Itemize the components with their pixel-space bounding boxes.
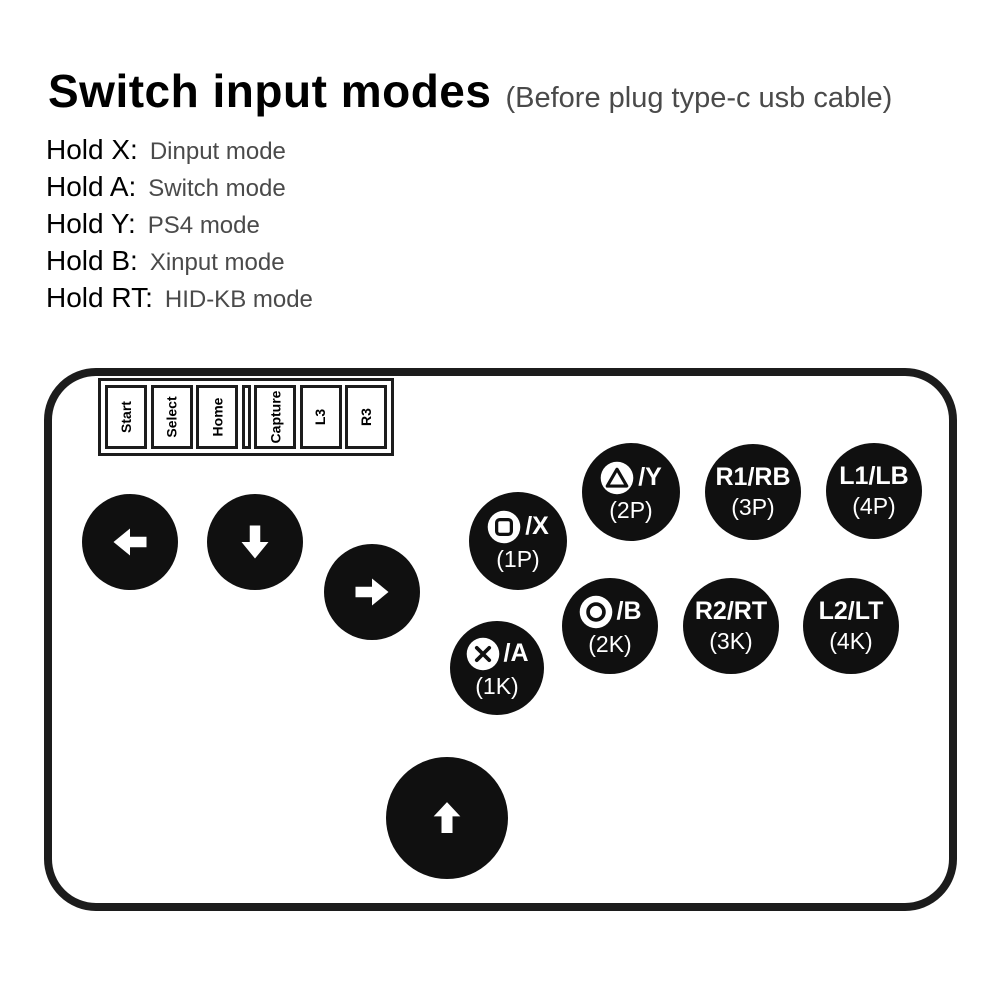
button-sublabel: (3K): [709, 628, 753, 654]
hold-button-label: Hold B:: [46, 245, 138, 276]
circle-b-button[interactable]: /B (2K): [562, 578, 658, 674]
hold-row-a: Hold A: Switch mode: [46, 171, 313, 208]
move-left-button[interactable]: [82, 494, 178, 590]
home-button[interactable]: Home: [196, 385, 238, 449]
button-sublabel: (1P): [496, 545, 540, 572]
hold-row-y: Hold Y: PS4 mode: [46, 208, 313, 245]
move-right-button[interactable]: [324, 544, 420, 640]
page-subtitle: (Before plug type-c usb cable): [505, 82, 893, 114]
l1-lb-button[interactable]: L1/LB (4P): [826, 443, 922, 539]
hold-button-label: Hold A:: [46, 171, 137, 202]
cross-a-button[interactable]: /A (1K): [450, 621, 544, 715]
hold-row-rt: Hold RT: HID-KB mode: [46, 282, 313, 319]
controller-body: Start Select Home Capture L3 R3: [44, 368, 957, 911]
select-button-label: Select: [163, 396, 180, 438]
hold-button-label: Hold Y:: [46, 208, 136, 239]
system-button-strip: Start Select Home Capture L3 R3: [98, 378, 394, 456]
hold-button-label: Hold X:: [46, 134, 138, 165]
capture-button-label: Capture: [267, 390, 283, 444]
move-down-button[interactable]: [207, 494, 303, 590]
button-label: R1/RB: [715, 463, 791, 491]
hold-mode-value: Dinput mode: [149, 138, 286, 165]
button-sublabel: (2P): [609, 496, 653, 523]
page-header: Switch input modes (Before plug type-c u…: [48, 64, 892, 118]
l2-lt-button[interactable]: L2/LT (4K): [803, 578, 899, 674]
start-button-label: Start: [118, 401, 134, 433]
triangle-icon: [600, 461, 634, 494]
button-label: L2/LT: [818, 597, 884, 625]
button-sublabel: (4K): [829, 628, 873, 654]
button-label: /A: [503, 639, 529, 667]
strip-divider: [241, 385, 251, 449]
cross-icon: [466, 637, 499, 670]
hold-row-b: Hold B: Xinput mode: [46, 245, 313, 282]
arrow-right-icon: [355, 578, 389, 606]
triangle-y-button[interactable]: /Y (2P): [582, 443, 680, 541]
hold-mode-list: Hold X: Dinput mode Hold A: Switch mode …: [46, 134, 313, 319]
l3-button-label: L3: [312, 408, 329, 426]
button-label: /B: [616, 597, 642, 625]
square-x-button[interactable]: /X (1P): [469, 492, 567, 590]
capture-button[interactable]: Capture: [254, 385, 296, 449]
square-icon: [487, 510, 521, 543]
l3-button[interactable]: L3: [299, 385, 342, 449]
arrow-up-icon: [433, 802, 461, 833]
button-label: /Y: [638, 463, 662, 491]
hold-row-x: Hold X: Dinput mode: [46, 134, 313, 171]
button-sublabel: (1K): [475, 672, 519, 699]
move-up-button[interactable]: [386, 757, 508, 879]
arrow-down-icon: [241, 525, 269, 559]
r3-button-label: R3: [358, 408, 374, 426]
r3-button[interactable]: R3: [345, 385, 387, 449]
home-button-label: Home: [209, 397, 225, 437]
button-label: /X: [525, 512, 549, 540]
hold-mode-value: PS4 mode: [147, 212, 260, 239]
button-sublabel: (2K): [588, 630, 632, 657]
page-title: Switch input modes: [48, 65, 492, 117]
button-label: L1/LB: [839, 462, 909, 490]
r2-rt-button[interactable]: R2/RT (3K): [683, 578, 779, 674]
r1-rb-button[interactable]: R1/RB (3P): [705, 444, 801, 540]
hold-mode-value: HID-KB mode: [164, 286, 313, 313]
button-sublabel: (4P): [852, 493, 896, 519]
hold-mode-value: Xinput mode: [149, 249, 285, 276]
select-button[interactable]: Select: [150, 385, 193, 449]
arrow-left-icon: [113, 528, 147, 556]
button-label: R2/RT: [694, 597, 768, 625]
button-sublabel: (3P): [731, 494, 775, 520]
circle-icon: [579, 595, 612, 628]
start-button[interactable]: Start: [105, 385, 147, 449]
hold-mode-value: Switch mode: [148, 175, 286, 202]
hold-button-label: Hold RT:: [46, 282, 153, 313]
